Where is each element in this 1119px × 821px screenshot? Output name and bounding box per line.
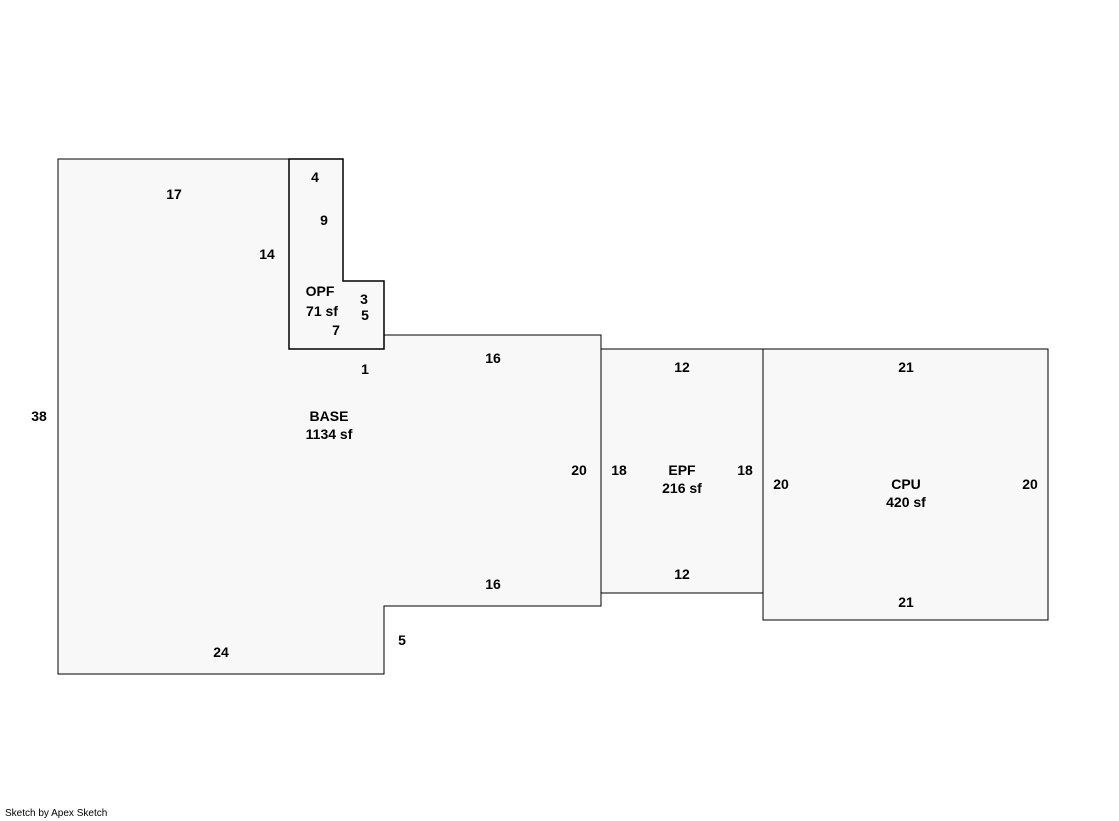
dim-opf-step: 3 [360, 291, 368, 307]
cpu-label: CPU [891, 476, 921, 492]
dim-opf-lower-right: 5 [361, 307, 369, 323]
epf-label: EPF [668, 462, 696, 478]
dim-opf-bottom: 7 [332, 322, 340, 338]
dim-base-right: 20 [571, 462, 587, 478]
dim-opf-upper-right: 9 [320, 212, 328, 228]
opf-area-outline [288, 158, 385, 350]
opf-size: 71 sf [306, 303, 338, 319]
dim-base-lower-top: 16 [485, 350, 501, 366]
base-size: 1134 sf [306, 426, 353, 442]
cpu-area-outline [762, 348, 1049, 621]
dim-base-opf-left: 14 [259, 246, 275, 262]
dim-cpu-top: 21 [898, 359, 914, 375]
epf-size: 216 sf [662, 480, 702, 496]
opf-label: OPF [306, 283, 335, 299]
cpu-size: 420 sf [886, 494, 926, 510]
dim-base-top: 17 [166, 186, 182, 202]
dim-epf-left: 18 [611, 462, 627, 478]
dim-base-left: 38 [31, 408, 47, 424]
dim-cpu-bottom: 21 [898, 594, 914, 610]
dim-epf-top: 12 [674, 359, 690, 375]
sketch-credit: Sketch by Apex Sketch [5, 808, 108, 819]
dim-epf-right: 18 [737, 462, 753, 478]
base-label: BASE [310, 408, 349, 424]
dim-base-bottom: 24 [213, 644, 229, 660]
dim-opf-top: 4 [311, 169, 319, 185]
epf-area-outline [600, 348, 764, 594]
dim-base-opf-bottom: 1 [361, 361, 369, 377]
dim-cpu-right: 20 [1022, 476, 1038, 492]
dim-base-step: 5 [398, 632, 406, 648]
dim-base-lower-bottom: 16 [485, 576, 501, 592]
dim-cpu-left: 20 [773, 476, 789, 492]
dim-epf-bottom: 12 [674, 566, 690, 582]
